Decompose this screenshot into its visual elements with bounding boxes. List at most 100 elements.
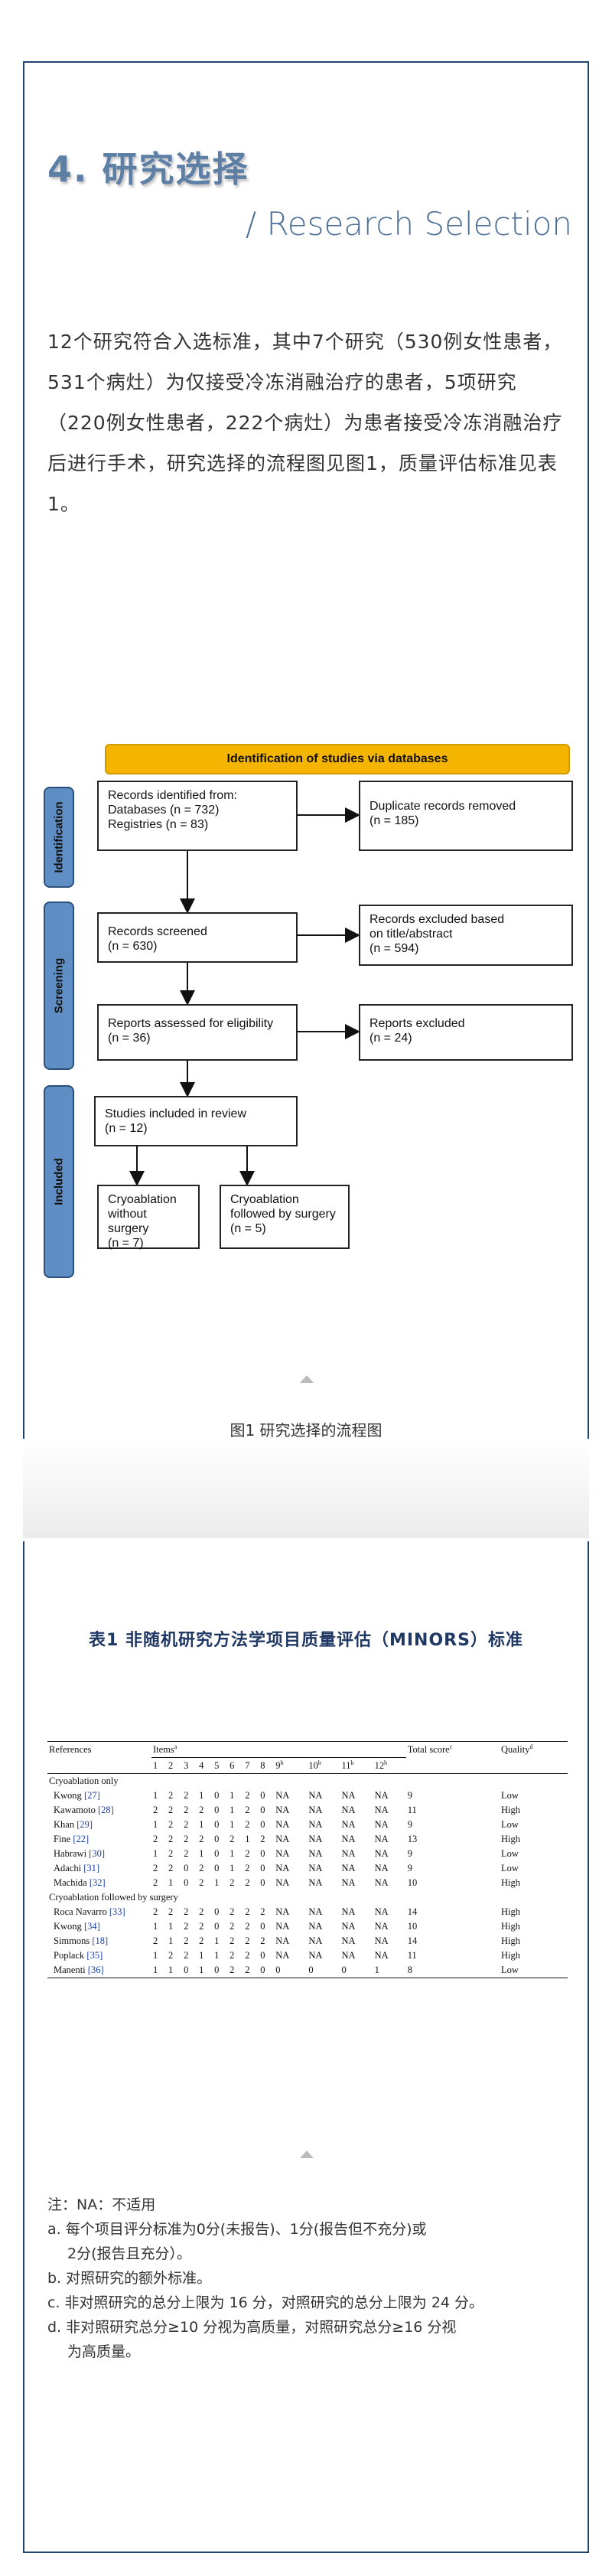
score-cell: 0 <box>260 1877 265 1889</box>
score-cell: NA <box>308 1790 323 1802</box>
citation-link[interactable]: [28] <box>97 1805 114 1816</box>
citation-link[interactable]: [18] <box>92 1935 109 1947</box>
score-cell: 2 <box>184 1819 189 1831</box>
box-cryo-with-surgery: Cryoablation followed by surgery (n = 5) <box>220 1185 350 1249</box>
total-cell: 11 <box>407 1950 417 1961</box>
citation-link[interactable]: [32] <box>89 1877 106 1889</box>
box-records-excluded: Records excluded based on title/abstract… <box>359 905 573 966</box>
citation-link[interactable]: [35] <box>86 1950 103 1961</box>
score-cell: 0 <box>214 1790 220 1802</box>
score-cell: NA <box>308 1863 323 1874</box>
total-cell: 9 <box>407 1819 412 1831</box>
reference-cell: Kwong [27] <box>54 1790 100 1802</box>
up-caret-icon <box>300 1375 314 1383</box>
citation-link[interactable]: [22] <box>73 1834 90 1845</box>
section-gap <box>23 1538 589 1541</box>
section-subtitle: / Research Selection <box>245 205 572 243</box>
reference-cell: Simmons [18] <box>54 1935 109 1947</box>
score-cell: NA <box>341 1921 356 1932</box>
box-records-identified: Records identified from: Databases (n = … <box>97 781 298 851</box>
reference-cell: Roca Navarro [33] <box>54 1906 125 1918</box>
score-cell: NA <box>275 1906 290 1918</box>
citation-link[interactable]: [34] <box>83 1921 100 1932</box>
total-cell: 10 <box>407 1921 418 1932</box>
score-cell: 2 <box>184 1906 189 1918</box>
score-cell: NA <box>275 1805 290 1816</box>
col-items: Itemsa <box>151 1740 406 1759</box>
score-cell: 0 <box>214 1819 220 1831</box>
score-cell: 2 <box>245 1848 250 1860</box>
score-cell: NA <box>275 1819 290 1831</box>
score-cell: 2 <box>168 1790 174 1802</box>
intro-paragraph: 12个研究符合入选标准，其中7个研究（530例女性患者，531个病灶）为仅接受冷… <box>47 331 563 515</box>
score-cell: NA <box>341 1790 356 1802</box>
score-cell: 1 <box>167 1963 183 1979</box>
score-cell: 1 <box>230 1863 235 1874</box>
quality-cell: High <box>500 1935 520 1947</box>
score-cell: 2 <box>199 1834 204 1845</box>
total-cell: 9 <box>407 1848 412 1860</box>
citation-link[interactable]: [29] <box>76 1819 93 1831</box>
score-cell: 2 <box>243 1963 259 1979</box>
score-cell: 2 <box>168 1950 174 1961</box>
score-cell: 1 <box>214 1877 220 1889</box>
content-frame <box>23 61 589 2553</box>
score-cell: 2 <box>168 1819 174 1831</box>
total-cell: 8 <box>405 1963 500 1979</box>
score-cell: 0 <box>260 1819 265 1831</box>
score-cell: 1 <box>153 1790 158 1802</box>
score-cell: 1 <box>214 1950 220 1961</box>
table-notes: 注：NA：不适用 a. 每个项目评分标准为0分(未报告)、1分(报告但不充分)或… <box>47 2193 583 2364</box>
score-cell: NA <box>374 1877 389 1889</box>
score-cell: 1 <box>214 1935 220 1947</box>
score-cell: NA <box>374 1805 389 1816</box>
reference-cell: Khan [29] <box>54 1819 93 1831</box>
score-cell: 1 <box>168 1921 174 1932</box>
item-number-12: 12b <box>373 1757 406 1775</box>
citation-link[interactable]: [30] <box>89 1848 105 1860</box>
score-cell: 2 <box>199 1805 204 1816</box>
col-references: References <box>47 1740 151 1758</box>
citation-link[interactable]: [31] <box>83 1863 100 1874</box>
item-number-10: 10b <box>307 1757 340 1775</box>
citation-link[interactable]: [36] <box>87 1965 104 1976</box>
quality-cell: Low <box>500 1848 519 1860</box>
score-cell: 2 <box>228 1963 244 1979</box>
note-a: a. 每个项目评分标准为0分(未报告)、1分(报告但不充分)或 2分(报告且充分… <box>47 2221 427 2262</box>
score-cell: NA <box>374 1906 389 1918</box>
score-cell: NA <box>308 1805 323 1816</box>
score-cell: 2 <box>153 1863 158 1874</box>
item-number-3: 3 <box>182 1757 198 1775</box>
score-cell: 2 <box>245 1921 250 1932</box>
score-cell: 2 <box>153 1805 158 1816</box>
box-records-screened: Records screened (n = 630) <box>97 912 298 963</box>
citation-link[interactable]: [33] <box>109 1906 125 1918</box>
score-cell: 2 <box>245 1950 250 1961</box>
reference-cell: Kawamoto [28] <box>54 1805 114 1816</box>
section-fade <box>23 1439 589 1538</box>
reference-cell: Adachi [31] <box>54 1863 100 1874</box>
box-reports-eligibility: Reports assessed for eligibility (n = 36… <box>97 1004 298 1061</box>
score-cell: 0 <box>213 1963 229 1979</box>
group-label: Cryoablation only <box>49 1775 119 1787</box>
phase-included: Included <box>44 1085 74 1278</box>
score-cell: 2 <box>260 1906 265 1918</box>
score-cell: 2 <box>153 1877 158 1889</box>
score-cell: 2 <box>245 1877 250 1889</box>
note-c: c. 非对照研究的总分上限为 16 分，对照研究的总分上限为 24 分。 <box>47 2294 484 2311</box>
quality-cell: Low <box>500 1790 519 1802</box>
score-cell: 0 <box>260 1848 265 1860</box>
score-cell: 1 <box>197 1963 213 1979</box>
col-total-score: Total scorec <box>405 1740 500 1758</box>
score-cell: NA <box>374 1950 389 1961</box>
score-cell: 2 <box>245 1805 250 1816</box>
quality-cell: High <box>500 1921 520 1932</box>
citation-link[interactable]: [27] <box>83 1790 100 1802</box>
score-cell: NA <box>275 1935 290 1947</box>
score-cell: 1 <box>199 1819 204 1831</box>
